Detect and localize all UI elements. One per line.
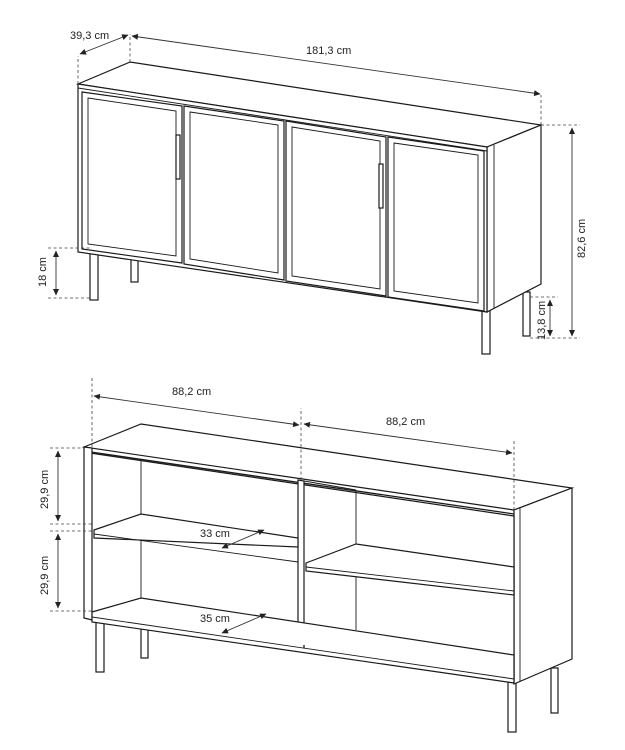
depth-label: 39,3 cm (70, 30, 109, 42)
leg-back-right-open (550, 667, 559, 714)
cabinet-side (486, 124, 542, 313)
bottom-panel (91, 597, 515, 684)
open-sideboard-dimensions: 88,2 cm 88,2 cm 29,9 cm 29,9 cm 33 cm 35… (39, 377, 515, 634)
bottom-depth-label: 35 cm (200, 613, 230, 625)
door-4 (387, 136, 485, 312)
width-label: 181,3 cm (306, 45, 351, 57)
height-label: 82,6 cm (576, 219, 588, 258)
right-shelf (305, 543, 515, 596)
closed-sideboard (75, 61, 544, 355)
right-width-label: 88,2 cm (386, 416, 425, 428)
leg-visible-label: 13,8 cm (536, 301, 548, 340)
leg-front-right-open (507, 679, 517, 733)
leg-front-left-open (95, 619, 105, 673)
left-width-label: 88,2 cm (172, 386, 211, 398)
shelf-depth-label: 33 cm (200, 528, 230, 540)
open-cabinet-side (513, 487, 573, 685)
door-3 (285, 120, 387, 297)
door-handle-right (378, 163, 384, 209)
door-handle-left (175, 134, 181, 180)
closed-sideboard-dimensions: 39,3 cm 181,3 cm 82,6 cm 18 cm 13,8 cm (37, 30, 588, 340)
leg-back-right (522, 291, 531, 337)
leg-back-left (130, 257, 139, 283)
upper-shelf-height-label: 29,9 cm (39, 470, 51, 509)
lower-shelf-height-label: 29,9 cm (39, 556, 51, 595)
leg-front-left (89, 247, 99, 301)
open-sideboard (81, 423, 575, 733)
leg-height-label: 18 cm (37, 257, 49, 287)
door-1 (81, 91, 183, 264)
left-panel (83, 446, 93, 621)
leg-back-left-open (140, 628, 149, 659)
door-2 (183, 105, 285, 281)
